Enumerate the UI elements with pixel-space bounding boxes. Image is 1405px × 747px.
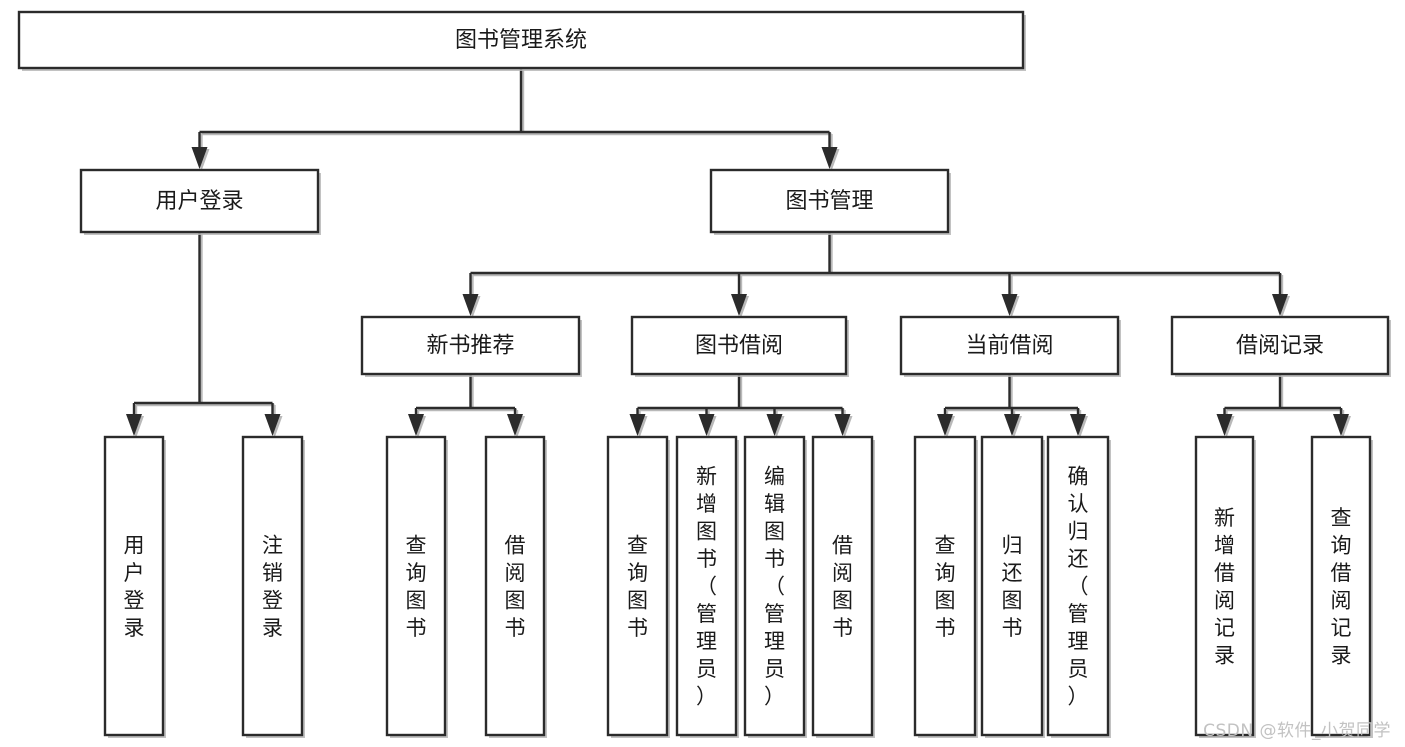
node-label: 查询图书: [406, 533, 427, 640]
arrow-head-icon: [698, 414, 715, 436]
node-leaf-confirm-return[interactable]: 确认归还（管理员）: [1046, 435, 1111, 738]
node-box[interactable]: [913, 435, 977, 737]
node-box[interactable]: [1194, 435, 1255, 737]
node-box[interactable]: [630, 315, 848, 376]
node-label: 图书管理系统: [455, 28, 587, 53]
node-box[interactable]: [1170, 315, 1390, 376]
arrow-head-icon: [1070, 414, 1086, 436]
node-box[interactable]: [980, 435, 1044, 737]
node-label: 图书管理: [785, 189, 873, 214]
arrow-head-icon: [191, 147, 208, 169]
node-root[interactable]: 图书管理系统: [17, 10, 1026, 71]
node-label: 用户登录: [124, 533, 145, 640]
node-leaf-query-book-rec[interactable]: 查询图书: [385, 435, 448, 738]
node-label: 注销登录: [262, 533, 283, 640]
arrow-head-icon: [1001, 294, 1018, 316]
node-box[interactable]: [1046, 435, 1110, 737]
node-leaf-borrow-book-rec[interactable]: 借阅图书: [484, 435, 547, 738]
connector-group-new-book-rec: [408, 374, 525, 438]
connector-group-current-borrow: [937, 374, 1088, 438]
node-box[interactable]: [79, 168, 320, 234]
arrow-head-icon: [834, 414, 851, 436]
arrow-head-icon: [937, 414, 953, 436]
node-layer: 图书管理系统用户登录图书管理新书推荐图书借阅当前借阅借阅记录用户登录注销登录查询…: [17, 10, 1391, 738]
arrow-head-icon: [462, 294, 479, 316]
node-leaf-add-record[interactable]: 新增借阅记录: [1194, 435, 1256, 738]
node-label: 编辑图书（管理员）: [764, 465, 785, 709]
node-label: 借阅图书: [832, 533, 853, 640]
node-box[interactable]: [17, 10, 1025, 70]
node-label: 新书推荐: [426, 334, 514, 359]
node-leaf-query-book-current[interactable]: 查询图书: [913, 435, 978, 738]
arrow-head-icon: [507, 414, 523, 436]
connector-group-borrow-record: [1216, 374, 1351, 438]
node-label: 图书借阅: [695, 334, 783, 359]
node-box[interactable]: [675, 435, 738, 737]
node-box[interactable]: [606, 435, 669, 737]
node-box[interactable]: [743, 435, 806, 737]
connector-group-book-manage: [462, 232, 1290, 318]
arrow-head-icon: [264, 414, 281, 436]
node-leaf-logout[interactable]: 注销登录: [241, 435, 305, 738]
node-book-manage[interactable]: 图书管理: [709, 168, 951, 235]
node-label: 新增借阅记录: [1214, 506, 1235, 668]
node-leaf-borrow-book[interactable]: 借阅图书: [811, 435, 875, 738]
arrow-head-icon: [766, 414, 783, 436]
connector-group-book-borrow: [629, 374, 853, 438]
connector-layer: [126, 68, 1351, 438]
node-box[interactable]: [811, 435, 874, 737]
node-label: 新增图书（管理员）: [696, 465, 717, 709]
node-leaf-add-book[interactable]: 新增图书（管理员）: [675, 435, 739, 738]
node-leaf-edit-book[interactable]: 编辑图书（管理员）: [743, 435, 807, 738]
node-label: 查询图书: [627, 533, 648, 640]
arrow-head-icon: [1004, 414, 1020, 436]
node-box[interactable]: [899, 315, 1120, 376]
connector-group-root: [191, 68, 840, 171]
node-label: 查询借阅记录: [1331, 506, 1352, 668]
connector-group-user-login: [126, 232, 283, 438]
node-box[interactable]: [1310, 435, 1372, 737]
arrow-head-icon: [126, 414, 142, 436]
node-label: 确认归还（管理员）: [1068, 465, 1089, 709]
node-label: 借阅记录: [1236, 334, 1324, 359]
arrow-head-icon: [821, 147, 838, 169]
arrow-head-icon: [1333, 414, 1349, 436]
arrow-head-icon: [1216, 414, 1233, 436]
node-label: 用户登录: [155, 189, 243, 214]
arrow-head-icon: [1272, 294, 1288, 316]
arrow-head-icon: [629, 414, 646, 436]
node-book-borrow[interactable]: 图书借阅: [630, 315, 849, 377]
node-leaf-query-book-borrow[interactable]: 查询图书: [606, 435, 670, 738]
node-box[interactable]: [385, 435, 447, 737]
node-leaf-return-book[interactable]: 归还图书: [980, 435, 1045, 738]
node-label: 查询图书: [935, 533, 956, 640]
node-user-login[interactable]: 用户登录: [79, 168, 321, 235]
node-label: 借阅图书: [505, 533, 526, 640]
node-leaf-user-login[interactable]: 用户登录: [103, 435, 166, 738]
node-box[interactable]: [241, 435, 304, 737]
node-box[interactable]: [484, 435, 546, 737]
arrow-head-icon: [408, 414, 424, 436]
node-leaf-query-record[interactable]: 查询借阅记录: [1310, 435, 1373, 738]
node-label: 归还图书: [1002, 533, 1023, 640]
node-label: 当前借阅: [965, 334, 1053, 359]
node-box[interactable]: [360, 315, 581, 376]
node-box[interactable]: [103, 435, 165, 737]
node-new-book-rec[interactable]: 新书推荐: [360, 315, 582, 377]
node-box[interactable]: [709, 168, 950, 234]
node-current-borrow[interactable]: 当前借阅: [899, 315, 1121, 377]
arrow-head-icon: [731, 294, 747, 316]
node-borrow-record[interactable]: 借阅记录: [1170, 315, 1391, 377]
